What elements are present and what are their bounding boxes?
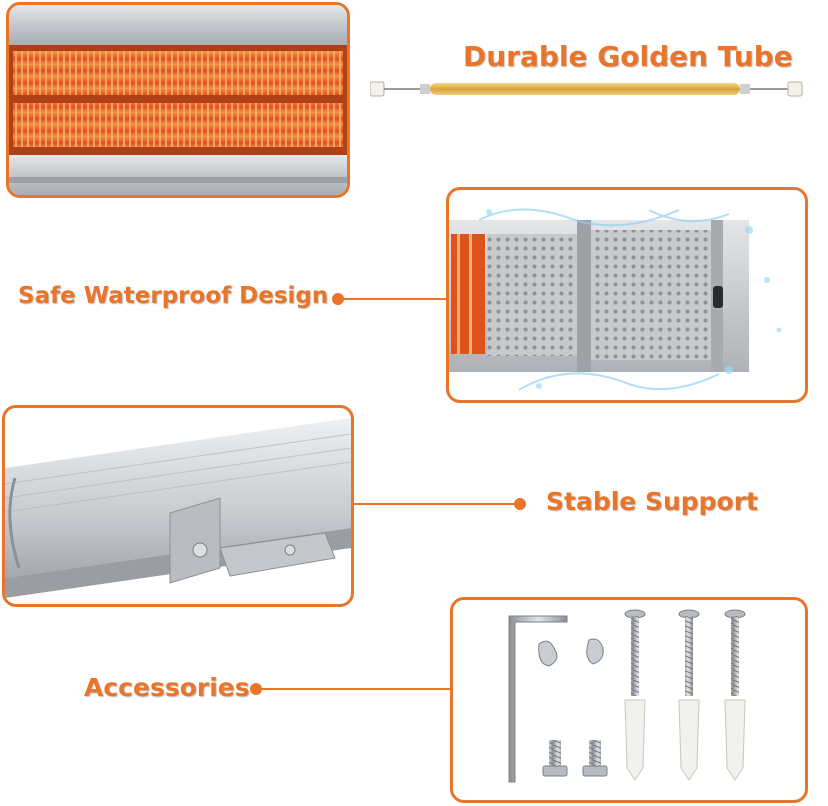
bracket-support-photo bbox=[5, 418, 351, 598]
durable-golden-tube-label: Durable Golden Tube bbox=[463, 40, 793, 73]
accessories-photo-frame bbox=[450, 597, 808, 803]
wall-anchor-icon bbox=[624, 699, 746, 781]
waterproof-heater-photo bbox=[449, 208, 782, 391]
golden-tube-illustration bbox=[370, 81, 803, 97]
screw-icon bbox=[624, 609, 746, 696]
waterproof-connector-line bbox=[342, 298, 448, 300]
stable-support-label: Stable Support bbox=[546, 487, 758, 516]
accessories-connector-line bbox=[260, 688, 452, 690]
waterproof-connector-dot bbox=[332, 293, 344, 305]
accessories-connector-dot bbox=[250, 683, 262, 695]
safe-waterproof-design-label: Safe Waterproof Design bbox=[18, 283, 329, 309]
heating-element-photo-frame bbox=[6, 2, 350, 198]
support-connector-dot bbox=[514, 498, 526, 510]
wing-nut-icon bbox=[538, 638, 604, 667]
accessories-photo bbox=[508, 609, 746, 783]
bracket-support-photo-frame bbox=[2, 405, 354, 607]
support-connector-line bbox=[354, 503, 520, 505]
bolt-icon bbox=[542, 740, 608, 777]
heating-element-photo bbox=[9, 5, 347, 195]
accessories-label: Accessories bbox=[84, 673, 250, 702]
waterproof-heater-photo-frame bbox=[446, 187, 808, 403]
allen-key-icon bbox=[508, 615, 568, 783]
